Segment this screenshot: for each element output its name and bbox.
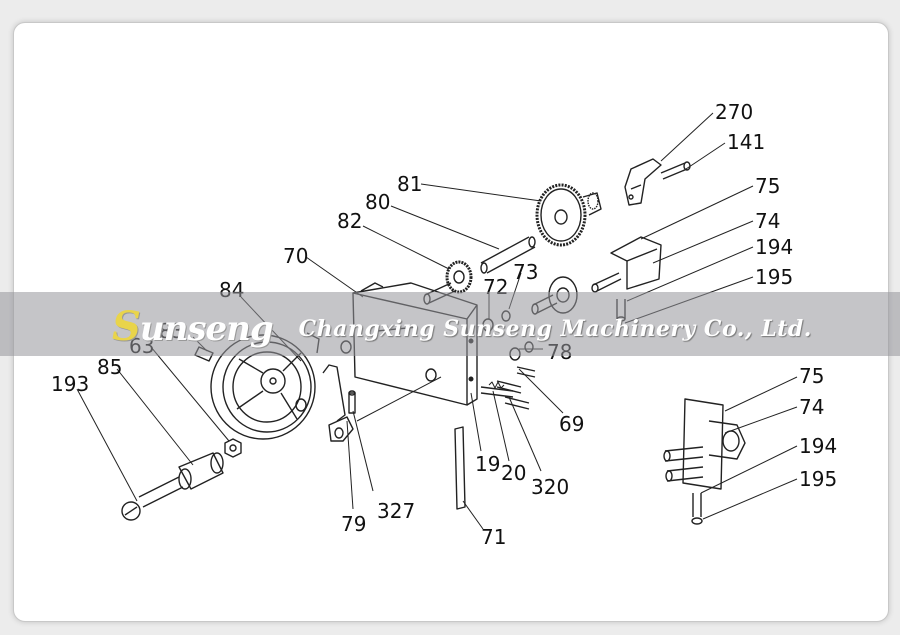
bolt-193 <box>121 476 184 521</box>
callout-71: 71 <box>481 525 506 549</box>
nut-63 <box>224 438 242 458</box>
shaft-80 <box>480 236 536 274</box>
callout-75: 75 <box>755 174 780 198</box>
callout-195-lower: 195 <box>799 467 837 491</box>
callout-70: 70 <box>283 244 308 268</box>
watermark: Sunseng Changxing Sunseng Machinery Co.,… <box>112 298 812 350</box>
callout-79: 79 <box>341 512 366 536</box>
callout-85: 85 <box>97 355 122 379</box>
callout-81: 81 <box>397 172 422 196</box>
callout-73: 73 <box>513 260 538 284</box>
callout-195: 195 <box>755 265 793 289</box>
callout-327: 327 <box>377 499 415 523</box>
callout-20: 20 <box>501 461 526 485</box>
callout-193: 193 <box>51 372 89 396</box>
handle-85 <box>178 452 224 490</box>
key-71 <box>454 426 466 510</box>
pins-69-320 <box>480 366 536 410</box>
leader-lines <box>76 112 798 530</box>
callout-270: 270 <box>715 100 753 124</box>
watermark-company: Changxing Sunseng Machinery Co., Ltd. <box>298 316 812 342</box>
gear-81 <box>535 183 602 247</box>
watermark-band <box>0 292 900 356</box>
callout-69: 69 <box>559 412 584 436</box>
callout-74: 74 <box>755 209 780 233</box>
bracket-74-lower <box>663 398 746 525</box>
callout-75-lower: 75 <box>799 364 824 388</box>
callout-194-lower: 194 <box>799 434 837 458</box>
lever-79 <box>322 364 442 442</box>
callout-74-lower: 74 <box>799 395 824 419</box>
callout-320: 320 <box>531 475 569 499</box>
callout-141: 141 <box>727 130 765 154</box>
watermark-logo: Sunseng <box>112 303 274 350</box>
bracket-270 <box>624 158 691 206</box>
callout-19: 19 <box>475 452 500 476</box>
callout-80: 80 <box>365 190 390 214</box>
callout-82: 82 <box>337 209 362 233</box>
callout-194: 194 <box>755 235 793 259</box>
